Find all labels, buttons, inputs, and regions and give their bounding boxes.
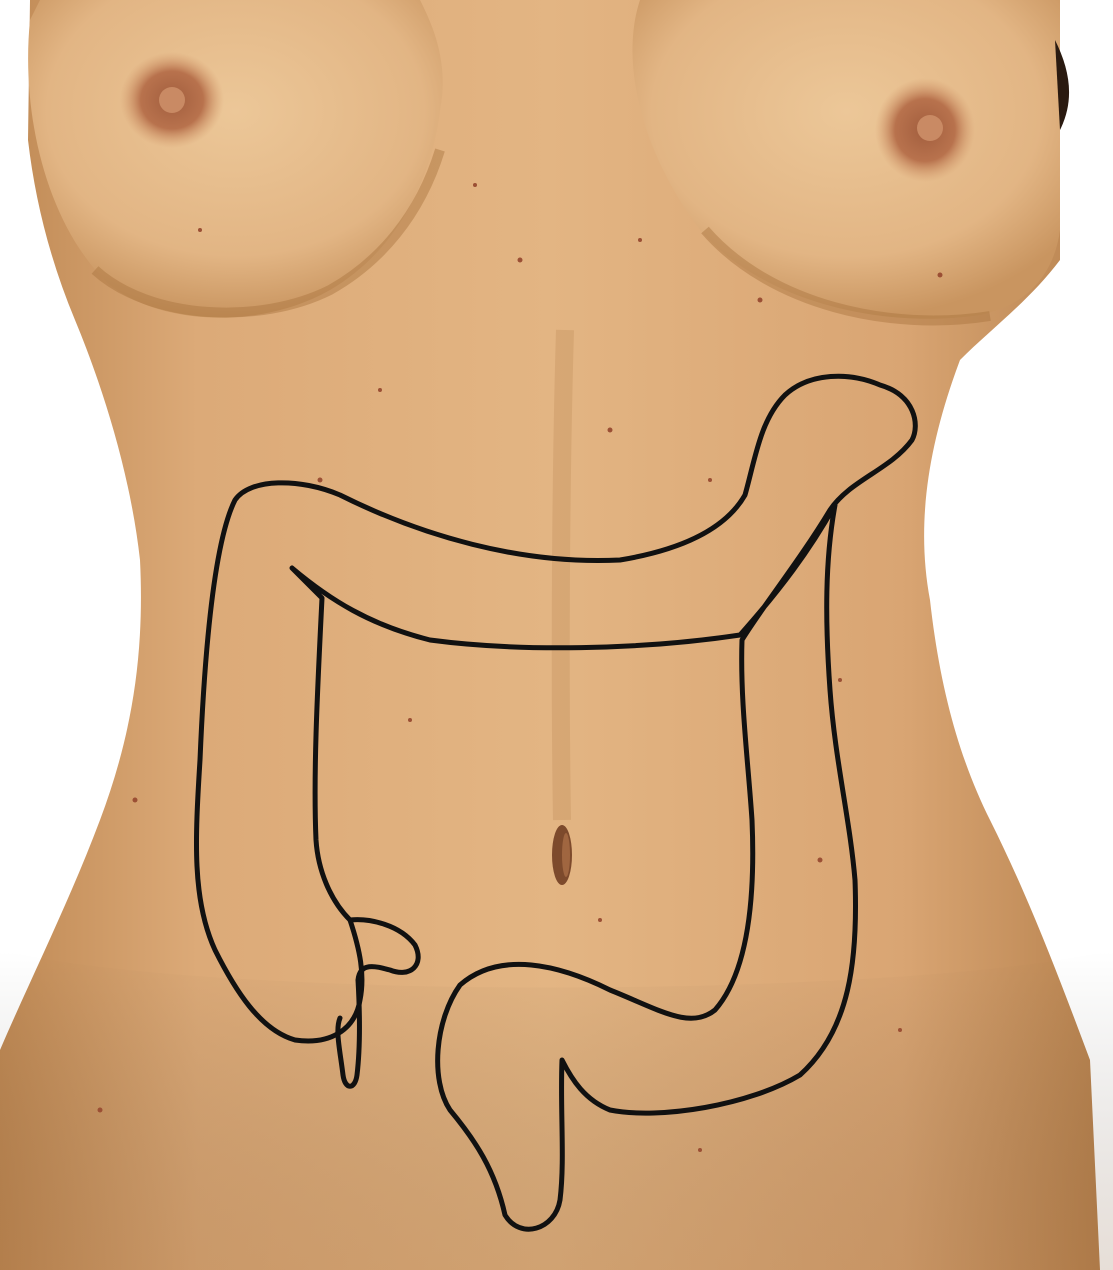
left-nipple	[159, 87, 185, 113]
right-nipple	[917, 115, 943, 141]
midline-shading	[561, 330, 565, 820]
navel-highlight	[562, 833, 570, 877]
hip-shading	[0, 950, 1113, 1270]
